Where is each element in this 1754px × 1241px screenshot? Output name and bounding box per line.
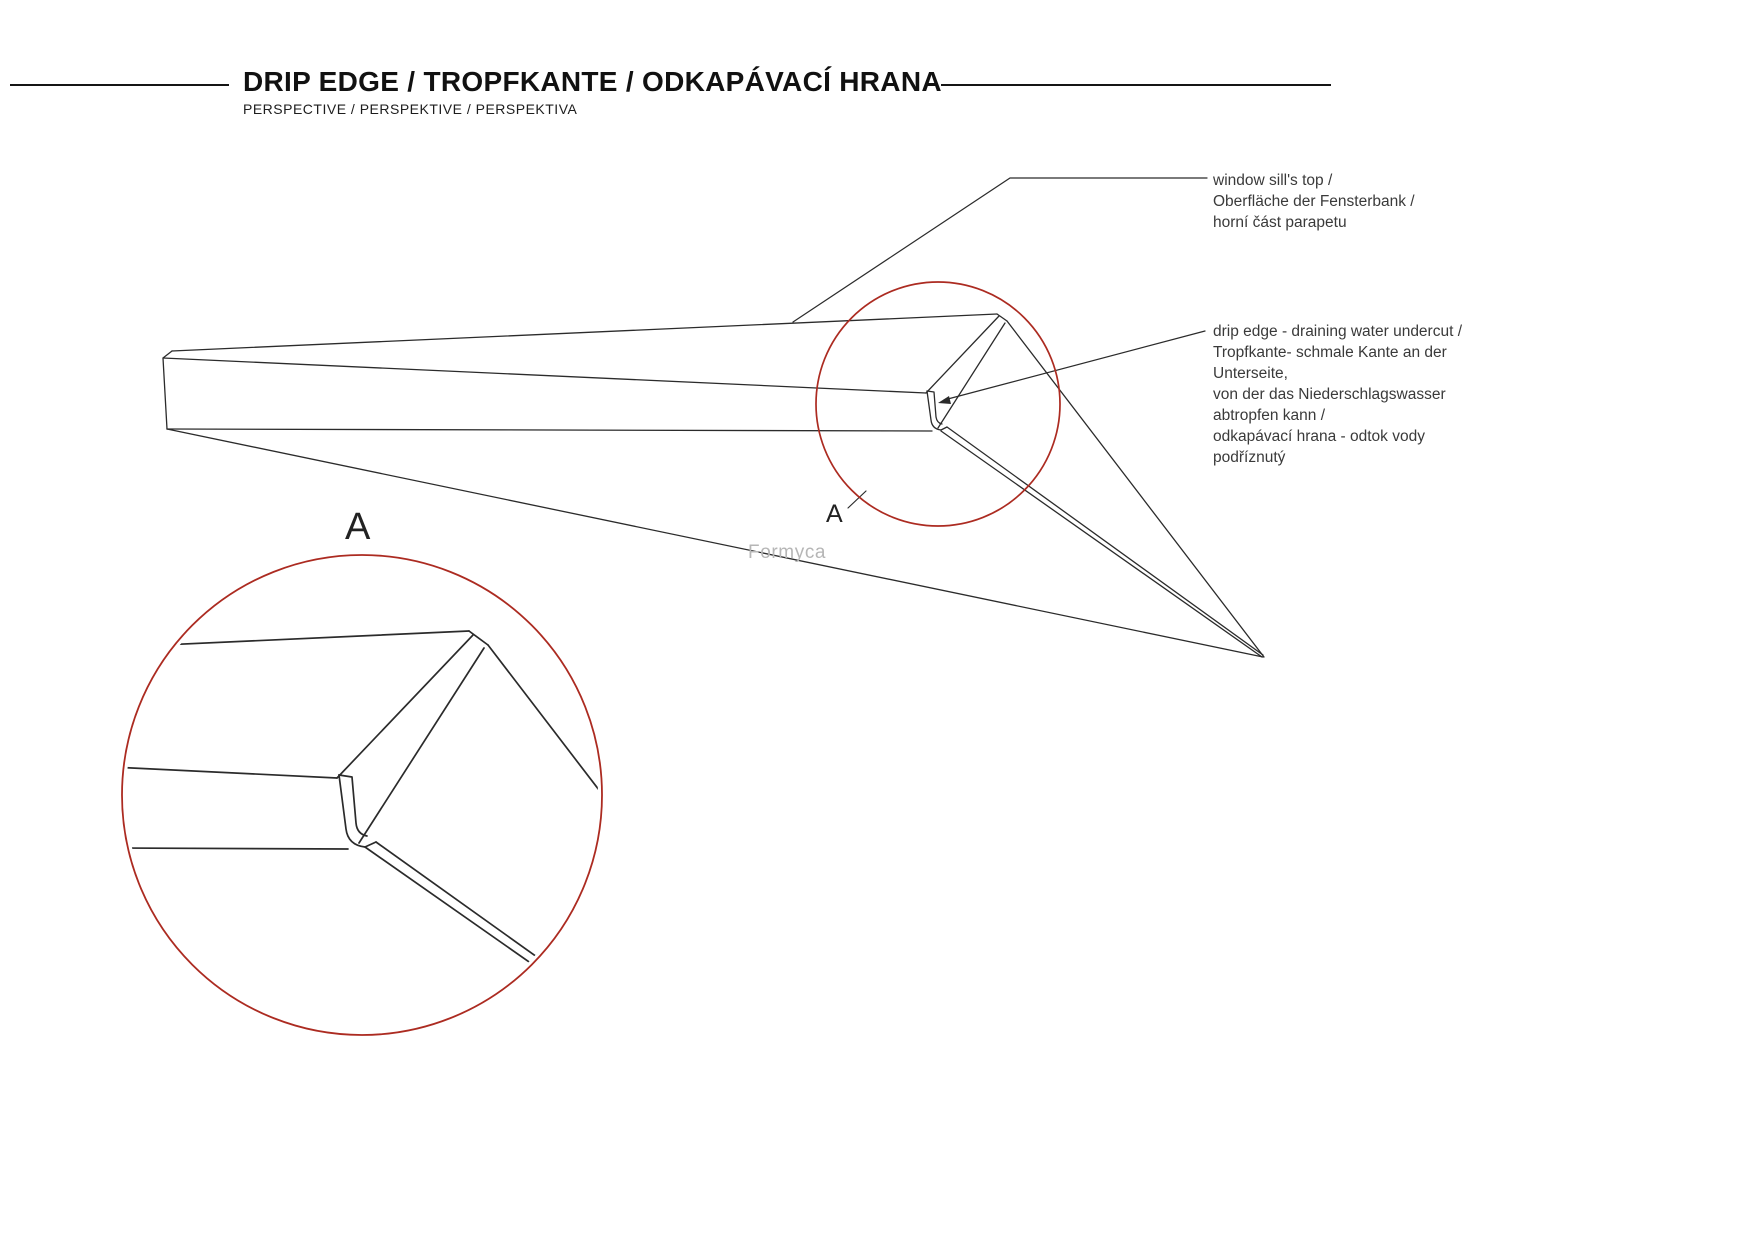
sill-bottom-front-edge	[166, 428, 933, 432]
detail-end-top-edge	[336, 634, 474, 779]
leader-window-sill-top	[792, 177, 1208, 323]
detail-view-circle	[121, 554, 603, 1036]
detail-groove-upper-line	[375, 841, 573, 983]
detail-marker-tick	[847, 490, 867, 509]
detail-circles	[121, 281, 1061, 1036]
title-rule-left	[10, 84, 229, 86]
sill-perspective-view	[162, 313, 1265, 658]
detail-top-front-edge	[126, 766, 338, 779]
detail-end-bottom-edge	[358, 647, 485, 844]
drip-groove-upper-line	[946, 426, 1264, 656]
detail-right-edge	[487, 644, 598, 808]
page-title: DRIP EDGE / TROPFKANTE / ODKAPÁVACÍ HRAN…	[243, 66, 942, 97]
drip-edge-hook-outline	[926, 390, 948, 431]
annotation-drip-edge: drip edge - draining water undercut / Tr…	[1213, 323, 1463, 466]
sill-end-bottom-edge	[937, 322, 1006, 429]
title-rule-right	[941, 84, 1331, 86]
sill-end-top-edge	[925, 315, 1000, 394]
page-subtitle: PERSPECTIVE / PERSPEKTIVE / PERSPEKTIVA	[243, 101, 578, 117]
sill-corner-chamfer-edge	[996, 313, 1008, 322]
detail-groove-lower-line	[364, 846, 573, 993]
detail-drip-hook-inner	[338, 774, 368, 837]
annotation-window-sill-top: window sill's top / Oberfläche der Fenst…	[1213, 172, 1415, 231]
detail-top-back-edge	[126, 630, 470, 648]
sill-top-back-edge	[171, 313, 998, 352]
leader-drip-edge	[943, 330, 1206, 401]
sill-right-edge	[1006, 320, 1265, 658]
detail-corner-chamfer-edge	[468, 630, 489, 646]
detail-view-label: A	[345, 506, 371, 548]
detail-bottom-front-edge	[126, 847, 349, 850]
drip-edge-hook-inner	[926, 390, 943, 425]
detail-zoom-view	[126, 630, 598, 993]
sill-top-front-edge	[162, 357, 927, 394]
detail-marker-label: A	[826, 500, 843, 528]
sill-left-end-edge	[162, 350, 173, 430]
detail-marker-circle	[815, 281, 1061, 527]
annotation-leaders	[792, 177, 1208, 509]
sill-underside-edge	[166, 428, 1264, 658]
leader-arrowhead-icon	[938, 396, 951, 404]
detail-drip-hook-outline	[338, 774, 377, 848]
drip-groove-lower-line	[940, 430, 1263, 658]
watermark: Formyca	[748, 542, 827, 563]
